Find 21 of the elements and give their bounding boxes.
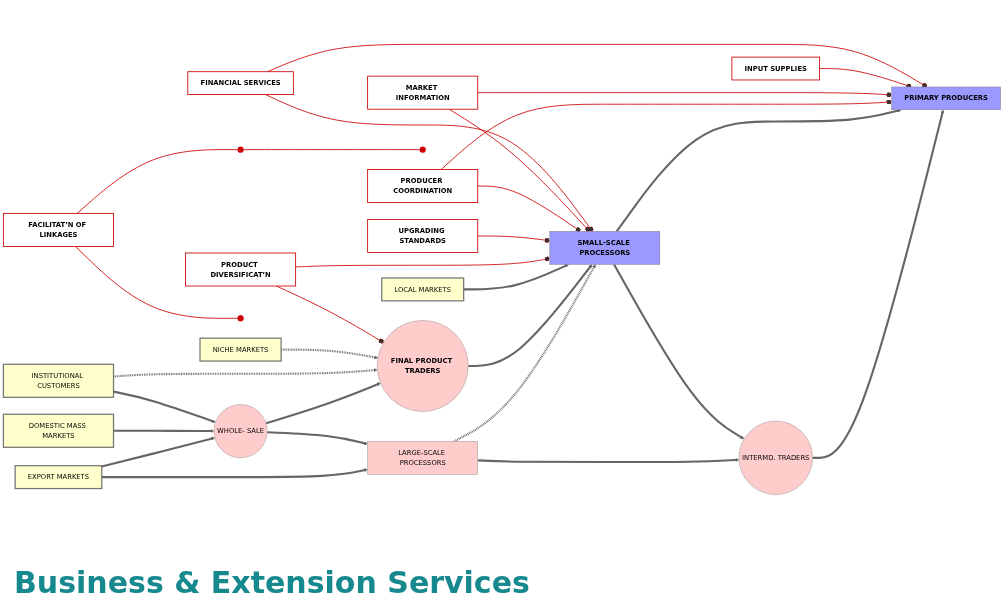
node-circle [419,146,426,154]
arrow [477,458,740,464]
arrow [468,264,593,368]
arrow [113,429,215,434]
arrow [463,264,569,291]
arrow [101,437,215,468]
node-circle [237,315,244,322]
arrow [113,368,378,379]
arrow [613,264,745,440]
connector [243,149,421,151]
arrow [281,349,379,360]
arrow [113,391,216,424]
arrow [267,431,368,446]
arrow [265,383,381,425]
arrow [453,264,596,443]
connector [76,149,239,215]
arrow [101,468,368,479]
title: Business & Extension Services [14,565,530,600]
node-circle [237,146,244,154]
arrow [812,110,945,460]
connector [75,246,239,320]
